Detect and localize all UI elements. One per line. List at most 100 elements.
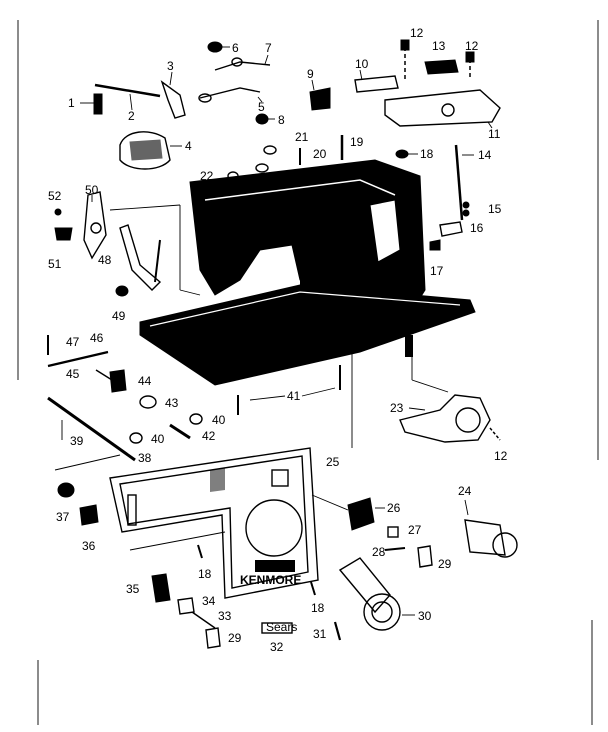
- callout-48: 48: [98, 253, 112, 267]
- part-10: [354, 69, 399, 93]
- part-39-shaft: [47, 396, 136, 462]
- callout-24: 24: [458, 484, 472, 498]
- part-35: [151, 573, 171, 603]
- part-42: [169, 423, 191, 440]
- callout-38: 38: [138, 451, 152, 465]
- callout-44: 44: [138, 374, 152, 388]
- callout-46: 46: [90, 331, 104, 345]
- part-48-lever: [119, 224, 162, 291]
- part-2: [94, 83, 161, 111]
- callout-22: 22: [200, 169, 214, 183]
- part-22: [227, 171, 239, 181]
- callout-40-a: 40: [151, 432, 165, 446]
- callout-33: 33: [218, 609, 232, 623]
- callout-4: 4: [185, 139, 192, 153]
- part-7: [214, 54, 271, 71]
- callout-12-a: 12: [410, 26, 424, 40]
- part-37: [57, 482, 75, 498]
- callout-39: 39: [70, 434, 84, 448]
- part-30-dial: [338, 557, 415, 631]
- part-34: [177, 597, 195, 615]
- callout-21: 21: [295, 130, 309, 144]
- callout-14: 14: [478, 148, 492, 162]
- callout-47: 47: [66, 335, 80, 349]
- front-cover: KENMORE: [109, 447, 319, 599]
- part-31: [333, 621, 342, 641]
- part-29-left: [205, 627, 221, 649]
- part-14-rod: [454, 144, 474, 221]
- part-12-right: [489, 427, 501, 441]
- callout-42: 42: [202, 429, 216, 443]
- part-24-knob: [464, 499, 518, 558]
- part-18-top: [395, 149, 418, 159]
- part-15: [462, 201, 470, 217]
- callout-16: 16: [470, 221, 484, 235]
- callout-51: 51: [48, 257, 62, 271]
- callout-28: 28: [372, 545, 386, 559]
- part-33: [191, 611, 216, 629]
- callout-18-c: 18: [311, 601, 325, 615]
- callout-15: 15: [488, 202, 502, 216]
- callout-12-b: 12: [465, 39, 479, 53]
- callout-36: 36: [82, 539, 96, 553]
- callout-7: 7: [265, 41, 272, 55]
- callout-2: 2: [128, 109, 135, 123]
- callout-41: 41: [287, 389, 301, 403]
- callout-10: 10: [355, 57, 369, 71]
- part-29-right: [417, 545, 433, 568]
- callout-20: 20: [313, 147, 327, 161]
- callout-3: 3: [167, 59, 174, 73]
- callout-27: 27: [408, 523, 422, 537]
- part-50-bracket: [83, 191, 107, 260]
- part-28: [384, 547, 406, 551]
- part-44: [109, 369, 127, 393]
- callout-23: 23: [390, 401, 404, 415]
- part-45: [95, 369, 113, 381]
- callout-9: 9: [307, 67, 314, 81]
- callout-19: 19: [350, 135, 364, 149]
- callout-6: 6: [232, 41, 239, 55]
- part-5: [198, 87, 263, 103]
- part-13: [424, 59, 459, 75]
- callout-30: 30: [418, 609, 432, 623]
- part-32-badge: Sears: [261, 620, 297, 634]
- part-26: [347, 497, 385, 531]
- part-11-bracket: [384, 89, 501, 129]
- part-43: [139, 395, 157, 409]
- part-4-motor: [119, 131, 182, 170]
- part-46-rod: [47, 350, 109, 368]
- callout-29-b: 29: [228, 631, 242, 645]
- callout-12-c: 12: [494, 449, 508, 463]
- callout-31: 31: [313, 627, 327, 641]
- part-21: [255, 145, 277, 173]
- callout-17: 17: [430, 264, 444, 278]
- callout-40-b: 40: [212, 413, 226, 427]
- part-27: [387, 526, 399, 538]
- callout-35: 35: [126, 582, 140, 596]
- part-41-screw: [237, 365, 341, 415]
- part-40-b: [189, 413, 203, 425]
- callout-13: 13: [432, 39, 446, 53]
- part-3: [160, 71, 186, 119]
- callout-45: 45: [66, 367, 80, 381]
- callout-32: 32: [270, 640, 284, 654]
- part-36: [79, 504, 99, 526]
- part-1: [80, 93, 103, 115]
- part-18-left: [197, 544, 203, 559]
- part-51: [54, 227, 73, 241]
- part-23-assembly: [399, 394, 491, 443]
- callout-8: 8: [278, 113, 285, 127]
- callout-26: 26: [387, 501, 401, 515]
- callouts: 1 2 3 4 5 6 7 8 9 10 11 12 13 12 14 15 1…: [48, 26, 508, 654]
- part-38: [54, 454, 121, 471]
- badge-label: Sears: [266, 620, 297, 634]
- part-9: [309, 79, 331, 111]
- callout-37: 37: [56, 510, 70, 524]
- part-17: [429, 239, 441, 251]
- part-8: [255, 113, 275, 125]
- callout-18-a: 18: [420, 147, 434, 161]
- part-49: [115, 285, 129, 297]
- callout-18-b: 18: [198, 567, 212, 581]
- callout-29-a: 29: [438, 557, 452, 571]
- part-52: [54, 208, 62, 216]
